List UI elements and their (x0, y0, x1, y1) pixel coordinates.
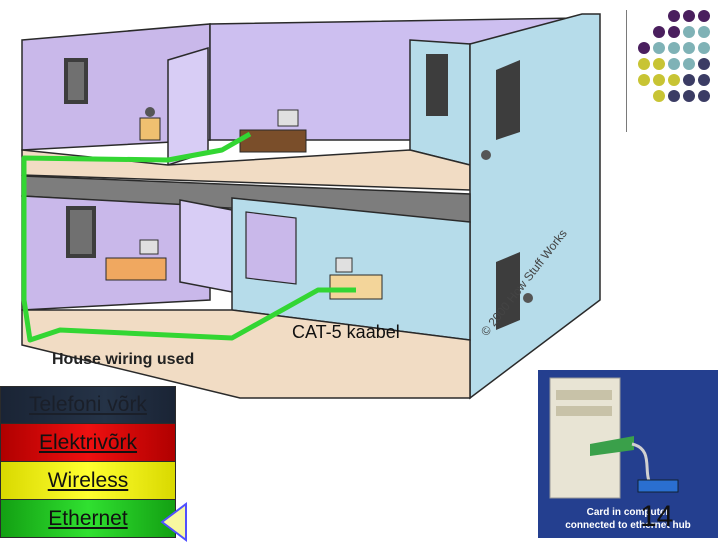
decorative-dot (698, 90, 710, 102)
decorative-dot (653, 58, 665, 70)
decorative-dot-grid (638, 10, 710, 102)
decorative-dot (683, 26, 695, 38)
desk (105, 257, 167, 281)
ethernet-cable (21, 131, 356, 343)
decorative-dot (698, 42, 710, 54)
decorative-dot (638, 74, 650, 86)
legend-item-wireless[interactable]: Wireless (0, 462, 176, 500)
decorative-dot (653, 90, 665, 102)
legend-item-ethernet[interactable]: Ethernet (0, 500, 176, 538)
cable-label: CAT-5 kaabel (292, 322, 400, 342)
decorative-dot (698, 26, 710, 38)
decorative-dot (668, 74, 680, 86)
window (496, 60, 520, 140)
window (68, 62, 84, 100)
decorative-dot (668, 90, 680, 102)
photo-caption-line1: Card in computer (587, 507, 670, 518)
computer (277, 109, 299, 127)
cabinet (139, 117, 161, 141)
network-legend: Telefoni võrk Elektrivõrk Wireless Ether… (0, 386, 176, 538)
window (70, 210, 92, 254)
computer (335, 257, 353, 273)
desk (329, 274, 383, 300)
phone-icon (523, 293, 533, 303)
upper-partition (167, 46, 209, 167)
decorative-dot (653, 26, 665, 38)
pointer-arrow-icon (160, 502, 187, 542)
decorative-dot (698, 58, 710, 70)
photo-caption-line2: connected to ethernet hub (565, 520, 691, 531)
decorative-dot (638, 58, 650, 70)
diagram-caption: House wiring used (52, 351, 195, 368)
phone-icon (145, 107, 155, 117)
decorative-dot (668, 10, 680, 22)
decorative-dot (698, 74, 710, 86)
decorative-dot (683, 90, 695, 102)
decorative-dot (668, 58, 680, 70)
desk (239, 129, 307, 153)
lower-partition (179, 199, 233, 293)
divider-line (626, 10, 627, 132)
decorative-dot (653, 42, 665, 54)
decorative-dot (683, 74, 695, 86)
decorative-dot (698, 10, 710, 22)
window (496, 252, 520, 330)
decorative-dot (683, 10, 695, 22)
legend-item-power[interactable]: Elektrivõrk (0, 424, 176, 462)
decorative-dot (668, 26, 680, 38)
decorative-dot (683, 58, 695, 70)
decorative-dot (668, 42, 680, 54)
decorative-dot (683, 42, 695, 54)
phone-icon (481, 150, 491, 160)
window (426, 54, 448, 116)
lower-door-opening (245, 211, 297, 285)
decorative-dot (653, 74, 665, 86)
decorative-dot (638, 42, 650, 54)
computer (139, 239, 159, 255)
computer-photo: Card in computer connected to ethernet h… (538, 370, 718, 538)
legend-item-phone[interactable]: Telefoni võrk (0, 386, 176, 424)
slide-number: 14 (640, 500, 674, 533)
